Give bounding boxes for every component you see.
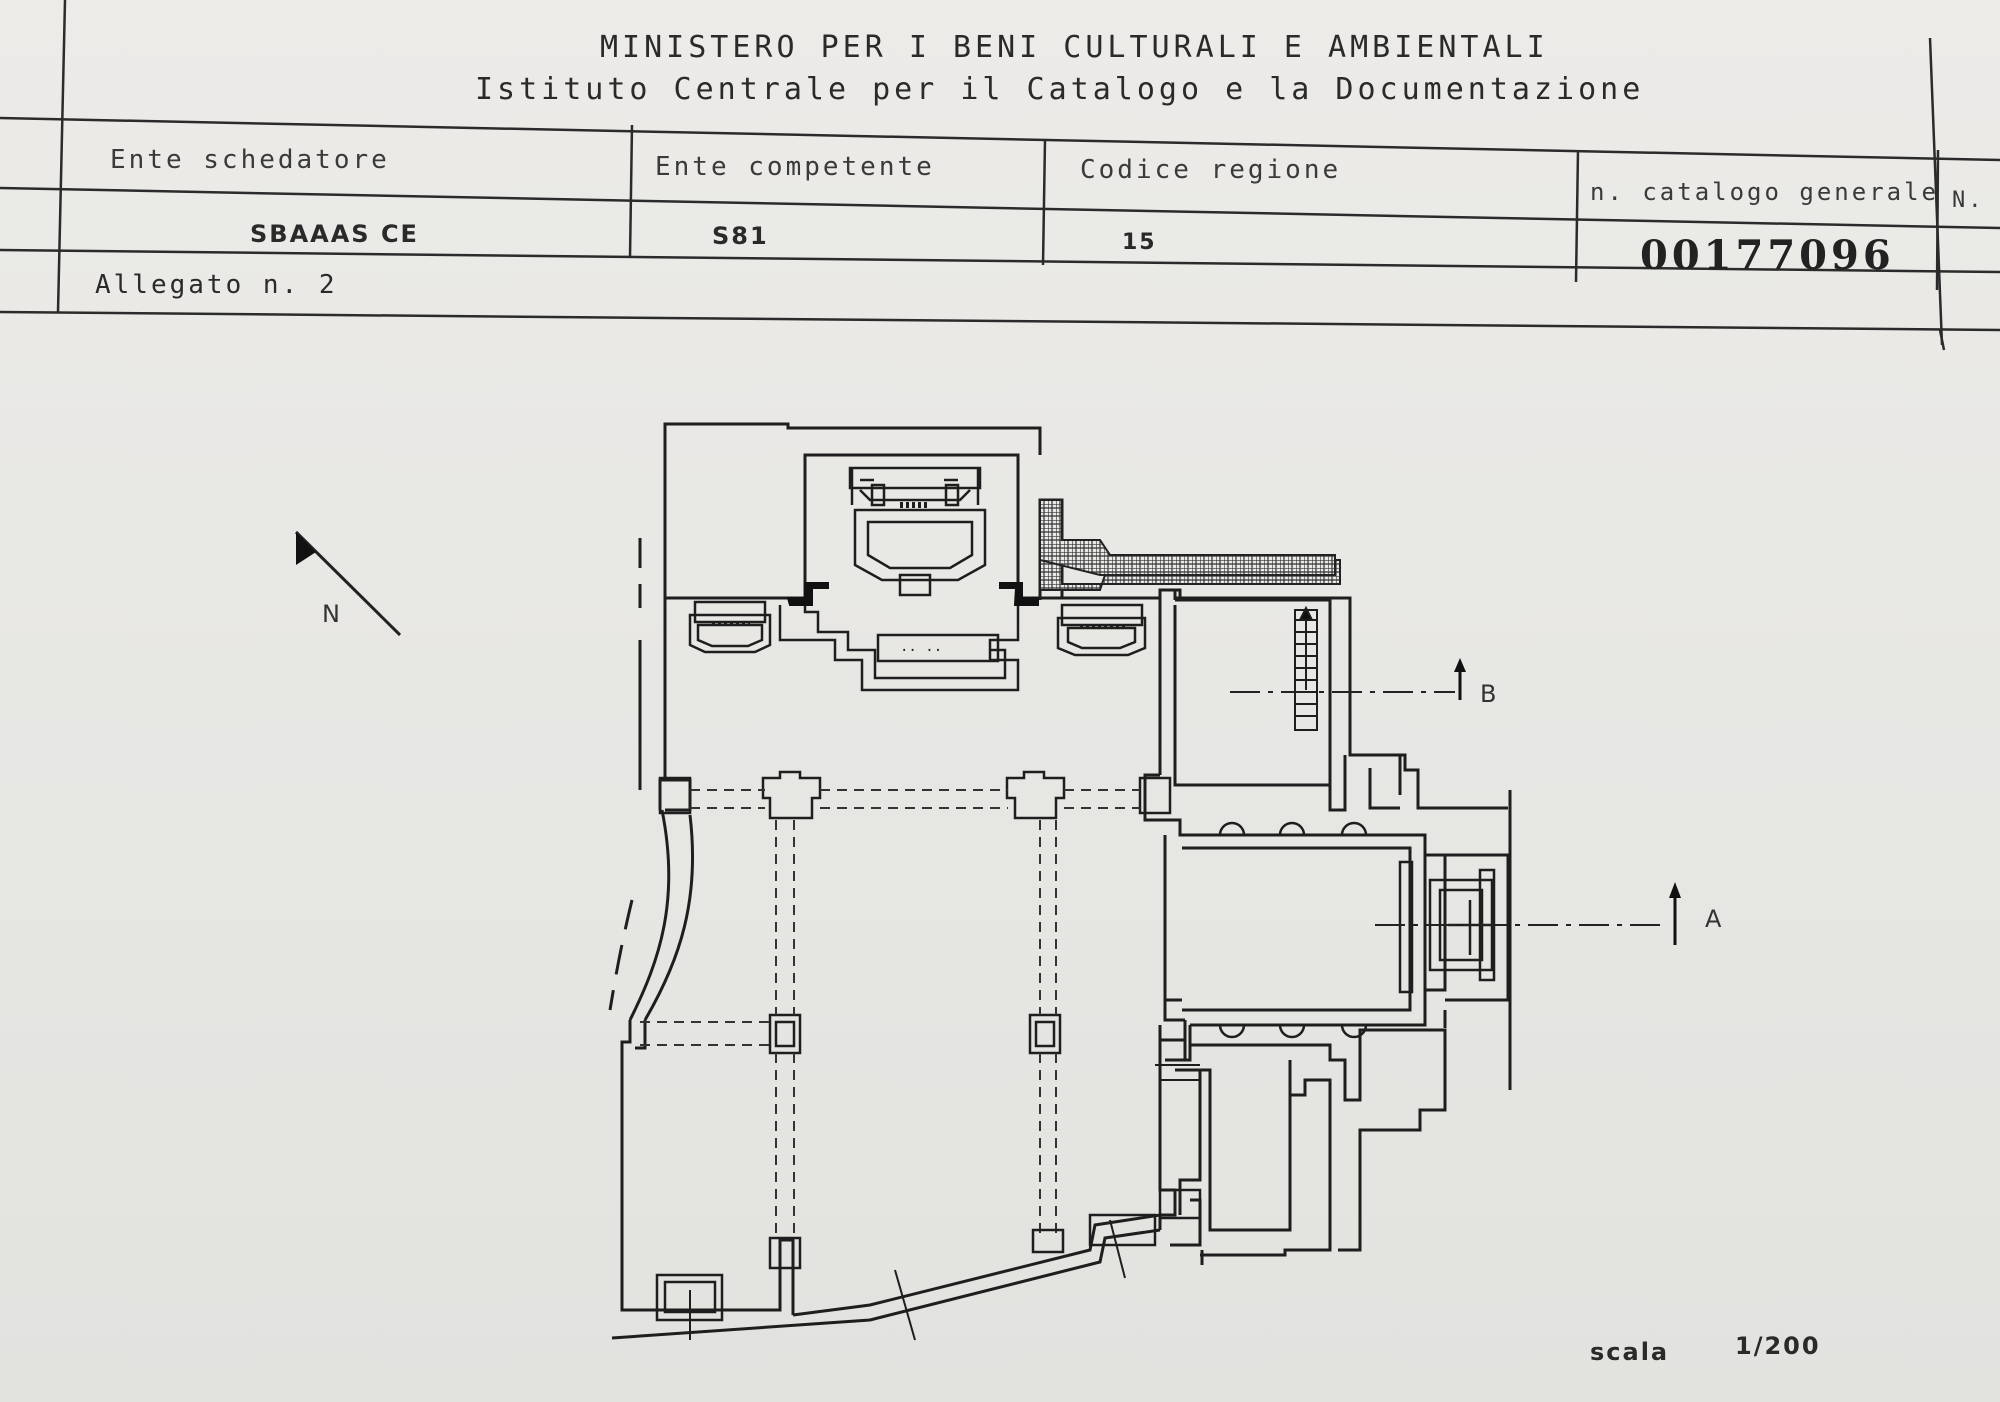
main-altar	[848, 466, 987, 597]
svg-text:·· ··: ·· ··	[900, 643, 942, 659]
ministry-title: MINISTERO PER I BENI CULTURALI E AMBIENT…	[600, 30, 1549, 65]
catalogo-label: n. catalogo generale	[1590, 178, 1939, 206]
scale-value: 1/200	[1735, 1332, 1821, 1360]
arcade-lines	[640, 789, 1140, 1240]
north-label: N	[322, 600, 340, 628]
institute-title: Istituto Centrale per il Catalogo e la D…	[475, 72, 1645, 107]
codice-regione-label: Codice regione	[1080, 155, 1342, 185]
ente-competente-value: S81	[712, 222, 769, 250]
section-a-label: A	[1705, 905, 1722, 933]
ente-competente-label: Ente competente	[655, 152, 935, 182]
side-altar-left	[688, 600, 772, 654]
section-line-b	[1230, 658, 1466, 700]
codice-regione-value: 15	[1122, 230, 1157, 255]
altar-steps: ·· ··	[778, 605, 1020, 692]
staircase	[1294, 605, 1318, 731]
ente-schedatore-value: SBAAAS CE	[250, 220, 419, 248]
side-altar-right	[1056, 603, 1147, 657]
section-b-label: B	[1480, 680, 1497, 708]
hatched-masonry	[1039, 499, 1341, 591]
n-label: N.	[1952, 188, 1985, 213]
catalogo-number: 00177096	[1640, 232, 1895, 279]
lateral-chapel	[1218, 821, 1496, 1039]
wall-ticks	[689, 1064, 1200, 1341]
section-line-a	[1375, 882, 1681, 945]
nave-pillars	[655, 770, 1202, 1322]
chancel-corner-left	[786, 582, 1039, 606]
scale-label: scala	[1590, 1338, 1670, 1366]
north-arrow-icon	[294, 530, 402, 637]
ente-schedatore-label: Ente schedatore	[110, 145, 390, 175]
attachment-label: Allegato n. 2	[95, 270, 338, 300]
nave-bottom-piers	[768, 1228, 1065, 1270]
